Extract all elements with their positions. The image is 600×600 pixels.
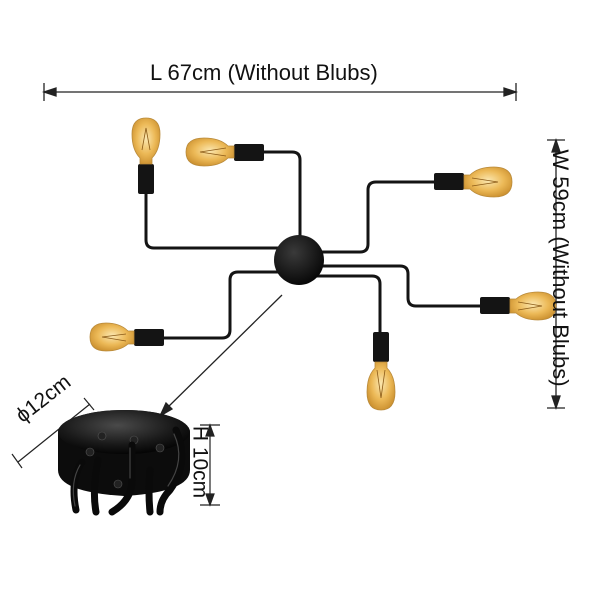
zoom-leader-arrow — [158, 294, 283, 418]
bulb-filaments — [101, 127, 543, 399]
base-detail-closeup — [58, 410, 190, 516]
fixture-arms — [144, 150, 482, 340]
length-dimension-line — [41, 83, 519, 101]
width-dimension-line — [547, 137, 565, 411]
height-dimension-line — [200, 423, 220, 507]
height-dimension-label: H 10cm — [188, 425, 212, 499]
width-dimension-label: W 59cm (Without Blubs) — [548, 149, 573, 387]
edison-bulbs — [89, 117, 557, 411]
length-dimension-label: L 67cm (Without Blubs) — [150, 60, 378, 85]
ceiling-hub — [274, 235, 324, 285]
bulb-sockets — [134, 144, 510, 362]
diameter-dimension-line — [11, 397, 95, 469]
